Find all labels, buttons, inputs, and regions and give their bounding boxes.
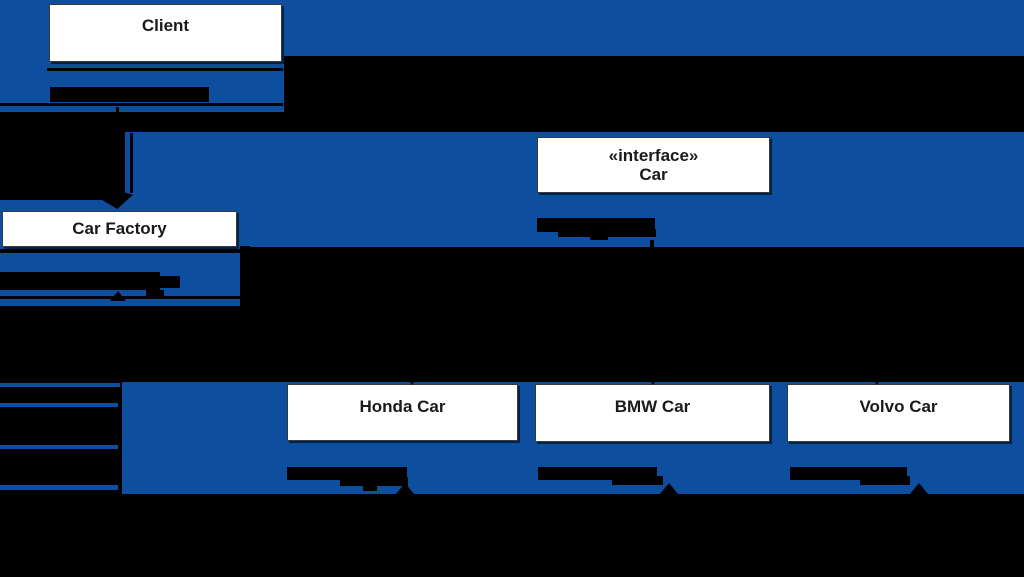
car-factory-compartment-separator — [0, 249, 247, 253]
redacted-method-text — [537, 218, 655, 232]
redacted-method-text — [50, 87, 209, 102]
arrowhead-down-icon — [648, 377, 658, 385]
arrowhead-down-icon — [872, 377, 882, 385]
redacted-method-text — [287, 467, 407, 480]
client-box-bottom-border — [0, 103, 283, 106]
car-factory-class-title: Car Factory — [2, 211, 237, 247]
car-factory-class-name: Car Factory — [72, 219, 167, 238]
arrowhead-up-icon — [396, 483, 414, 494]
bmw-car-class-title: BMW Car — [535, 384, 770, 442]
redacted-method-text — [612, 476, 663, 485]
volvo-car-class-name: Volvo Car — [859, 397, 938, 416]
dependency-line-fragment — [130, 133, 133, 193]
clipped-class-fragment — [0, 403, 118, 407]
redacted-method-text — [158, 276, 180, 288]
line-fragment — [240, 246, 250, 252]
redacted-method-text — [340, 477, 408, 486]
client-compartment-separator — [47, 68, 283, 71]
bmw-car-class-name: BMW Car — [614, 397, 691, 416]
redacted-method-text — [558, 229, 656, 237]
redacted-method-text — [590, 236, 608, 240]
client-class-name: Client — [141, 16, 190, 35]
redacted-method-text — [860, 476, 910, 485]
dependency-line-fragment — [116, 107, 119, 118]
car-interface-stereotype: «interface» — [608, 146, 699, 165]
client-class-title: Client — [49, 4, 282, 62]
car-interface-name: Car — [639, 165, 668, 184]
redacted-method-text — [146, 290, 164, 296]
clipped-class-fragment — [0, 445, 118, 449]
honda-car-class-title: Honda Car — [287, 384, 518, 441]
volvo-car-class-title: Volvo Car — [787, 384, 1010, 442]
arrowhead-up-icon — [910, 483, 928, 494]
arrowhead-up-icon — [660, 483, 678, 494]
clipped-class-fragment — [0, 383, 120, 387]
honda-car-class-name: Honda Car — [359, 397, 446, 416]
arrowhead-up-icon — [110, 291, 126, 301]
arrowhead-down-icon — [407, 377, 417, 385]
realization-line-fragment — [650, 240, 654, 248]
clipped-class-fragment — [0, 485, 118, 490]
car-interface-title: «interface» Car — [537, 137, 770, 193]
redacted-method-text — [0, 272, 160, 290]
redacted-method-text — [363, 486, 377, 491]
